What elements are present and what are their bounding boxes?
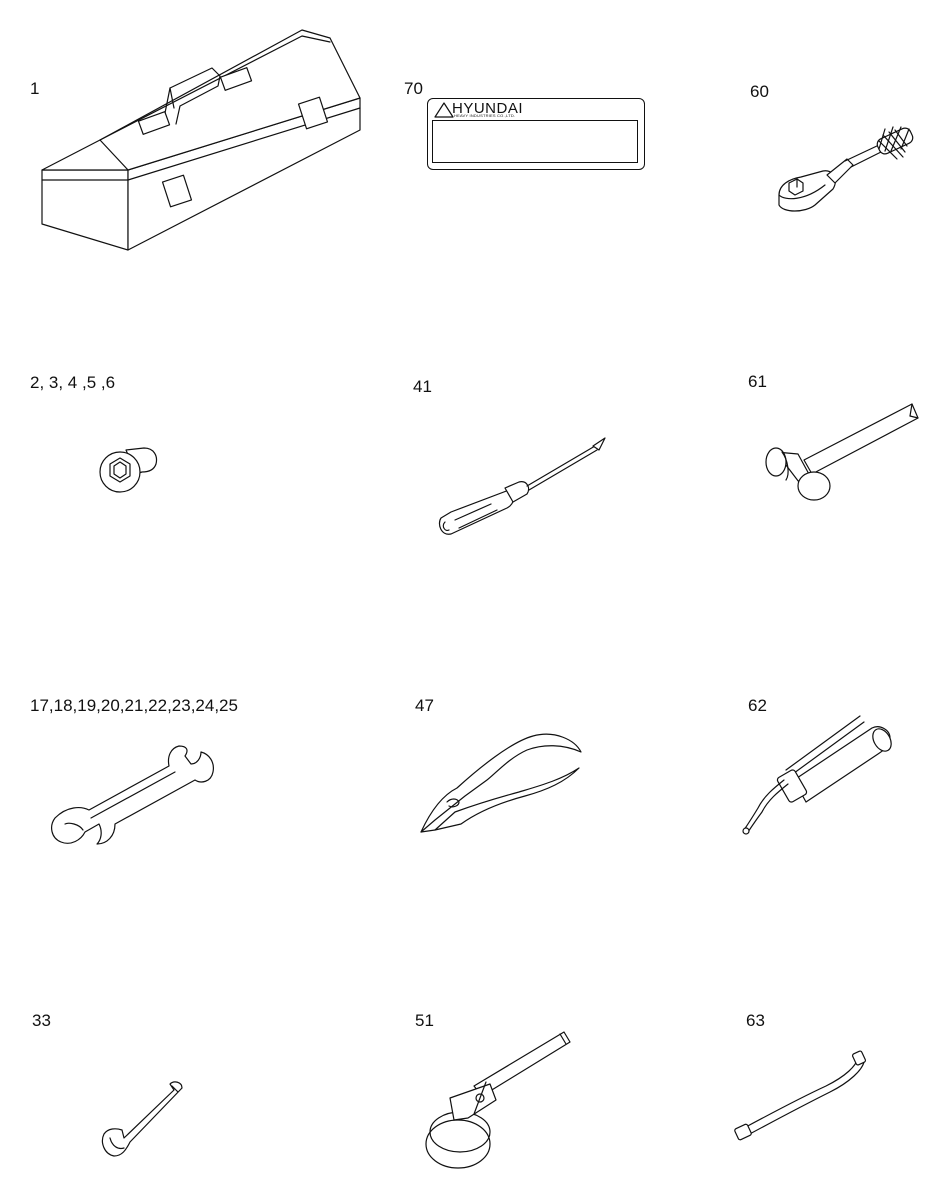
toolbox-icon <box>40 28 370 258</box>
ratchet-handle-icon <box>775 125 915 220</box>
item-number-60: 60 <box>750 82 769 101</box>
item-number-17-25: 17,18,19,20,21,22,23,24,25 <box>30 696 238 715</box>
filter-wrench-icon <box>410 1028 580 1173</box>
nameplate-icon: HYUNDAI HEAVY INDUSTRIES CO.,LTD. <box>427 98 645 170</box>
item-number-61: 61 <box>748 372 767 391</box>
open-end-wrench-icon <box>45 740 220 850</box>
item-number-41: 41 <box>413 377 432 396</box>
item-number-47: 47 <box>415 696 434 715</box>
grease-gun-icon <box>740 710 900 840</box>
socket-icon <box>96 444 160 494</box>
warning-triangle-icon <box>434 102 454 118</box>
nameplate-inner-box <box>432 120 638 163</box>
item-number-62: 62 <box>748 696 767 715</box>
item-number-70: 70 <box>404 79 423 98</box>
item-number-1: 1 <box>30 79 40 98</box>
nameplate-brand: HYUNDAI <box>452 100 524 117</box>
hex-key-icon <box>96 1076 196 1161</box>
item-number-33: 33 <box>32 1011 51 1030</box>
nameplate-subtitle: HEAVY INDUSTRIES CO.,LTD. <box>454 113 516 118</box>
flexible-hose-icon <box>730 1048 875 1143</box>
hammer-icon <box>762 400 922 505</box>
item-number-51: 51 <box>415 1011 434 1030</box>
item-number-2-6: 2, 3, 4 ,5 ,6 <box>30 373 116 392</box>
screwdriver-icon <box>435 432 610 542</box>
pliers-icon <box>415 728 590 838</box>
item-number-63: 63 <box>746 1011 765 1030</box>
